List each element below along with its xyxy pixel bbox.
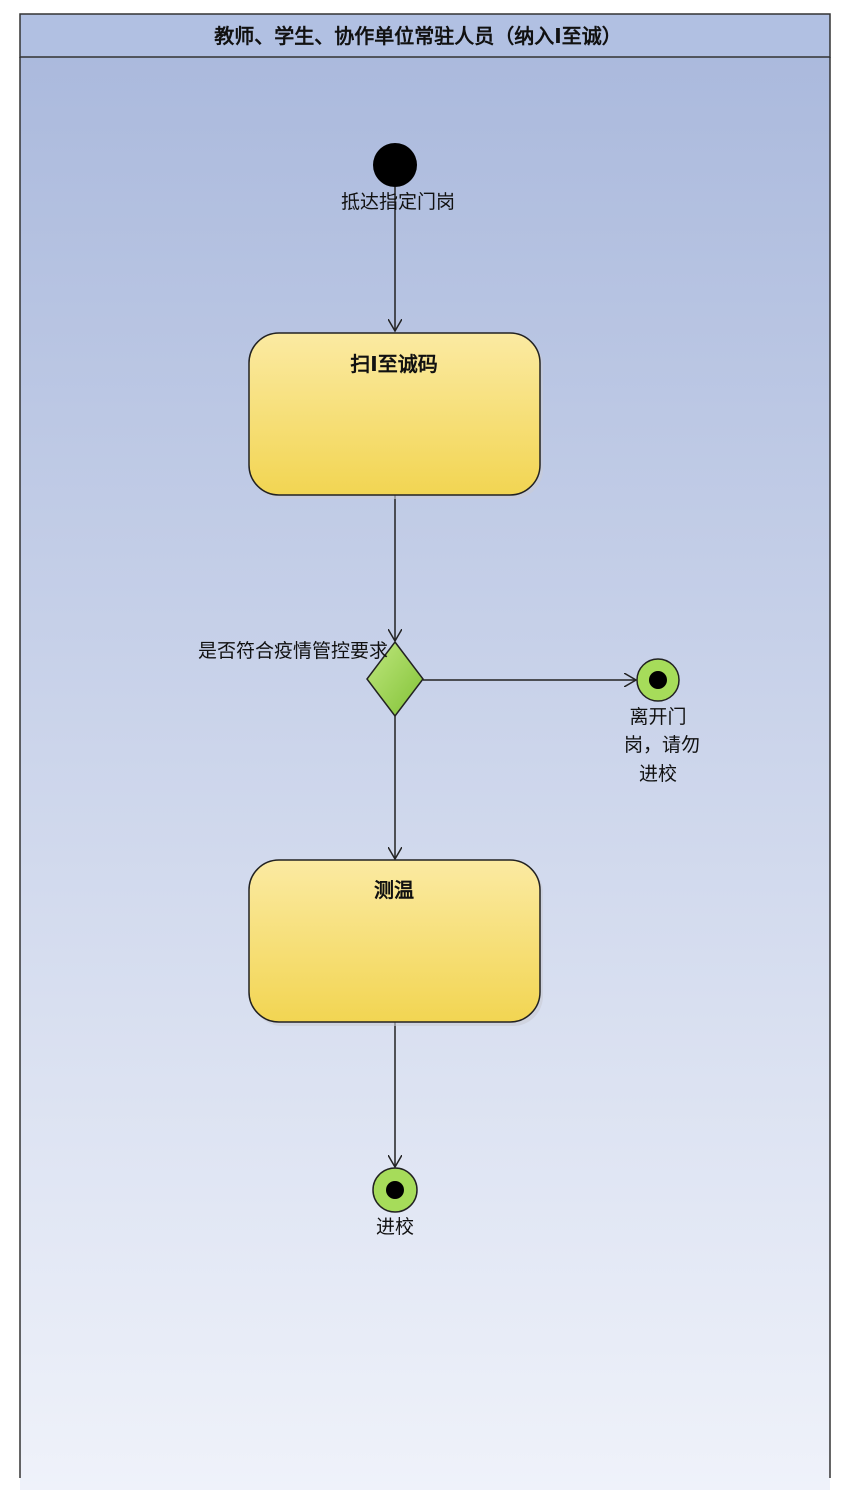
swimlane-header	[19, 13, 831, 58]
swimlane-title: 教师、学生、协作单位常驻人员（纳入I至诚）	[214, 24, 621, 48]
action-scan-code-label: 扫I至诚码	[350, 352, 437, 376]
end-label: 进校	[376, 1216, 414, 1238]
decision-node	[366, 640, 424, 718]
action-measure-temperature-label: 测温	[374, 878, 414, 902]
swimlane	[20, 14, 830, 1490]
reject-label-line1: 离开门	[629, 706, 686, 728]
action-scan-code	[248, 332, 541, 496]
reject-label-line3: 进校	[639, 763, 677, 785]
decision-label: 是否符合疫情管控要求	[198, 640, 388, 662]
reject-label-line2: 岗，请勿	[624, 734, 700, 756]
initial-node	[373, 143, 417, 187]
action-measure-temperature	[248, 859, 541, 1023]
start-label: 抵达指定门岗	[341, 191, 455, 213]
